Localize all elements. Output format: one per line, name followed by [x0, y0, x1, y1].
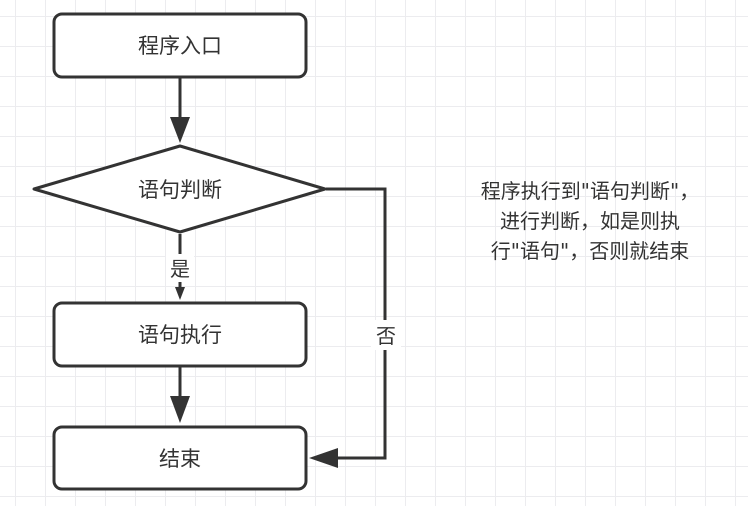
edge-label-background — [371, 320, 401, 350]
note-line: 行"语句"，否则就结束 — [490, 239, 690, 263]
node-execute[interactable]: 语句执行 — [52, 301, 308, 368]
edge-decision-to-execute: 是 — [166, 234, 194, 300]
node-end-label: 结束 — [159, 447, 201, 471]
arrowhead-icon — [170, 396, 190, 423]
node-decision-shape — [32, 144, 327, 234]
arrowhead-icon — [175, 287, 185, 300]
edge-label-no: 否 — [376, 324, 396, 348]
node-execute-label: 语句执行 — [138, 323, 222, 347]
node-decision[interactable]: 语句判断 — [32, 144, 327, 234]
node-end-shape — [52, 425, 308, 491]
note-line: 程序执行到"语句判断"， — [480, 179, 700, 203]
node-decision-label: 语句判断 — [138, 178, 222, 202]
node-start-shape — [52, 12, 308, 79]
note-line: 进行判断，如是则执 — [500, 209, 680, 233]
node-start-label: 程序入口 — [138, 34, 222, 58]
node-end[interactable]: 结束 — [52, 425, 308, 491]
edge-decision-to-end: 否 — [309, 187, 401, 468]
node-start[interactable]: 程序入口 — [52, 12, 308, 79]
edge-start-to-decision — [170, 78, 190, 143]
edge-label-background — [166, 254, 194, 282]
edge-execute-to-end — [170, 367, 190, 423]
annotation-note[interactable]: 程序执行到"语句判断"， 进行判断，如是则执 行"语句"，否则就结束 — [440, 176, 740, 266]
node-execute-shape — [52, 301, 308, 368]
arrowhead-icon — [309, 448, 338, 468]
edge-label-yes: 是 — [170, 257, 190, 281]
arrowhead-icon — [170, 117, 190, 143]
